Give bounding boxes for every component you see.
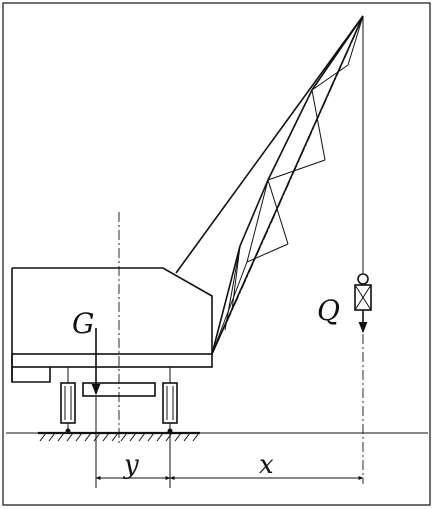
label-y: y [123,450,139,480]
ground-hatching [38,431,200,442]
counterweight-lip [11,367,51,383]
boom-stay-cable [175,15,364,274]
hook-block [354,273,372,311]
right-wheel [162,367,178,434]
label-G: G [72,307,94,340]
crane-cab [12,267,213,354]
crane-boom [211,15,364,355]
label-x: x [259,450,274,480]
frame-border [2,2,431,506]
bogie-bar [82,382,156,397]
dimension-lines [95,396,364,488]
label-Q: Q [317,294,340,327]
left-wheel [60,367,76,434]
crane-platform [11,353,213,368]
